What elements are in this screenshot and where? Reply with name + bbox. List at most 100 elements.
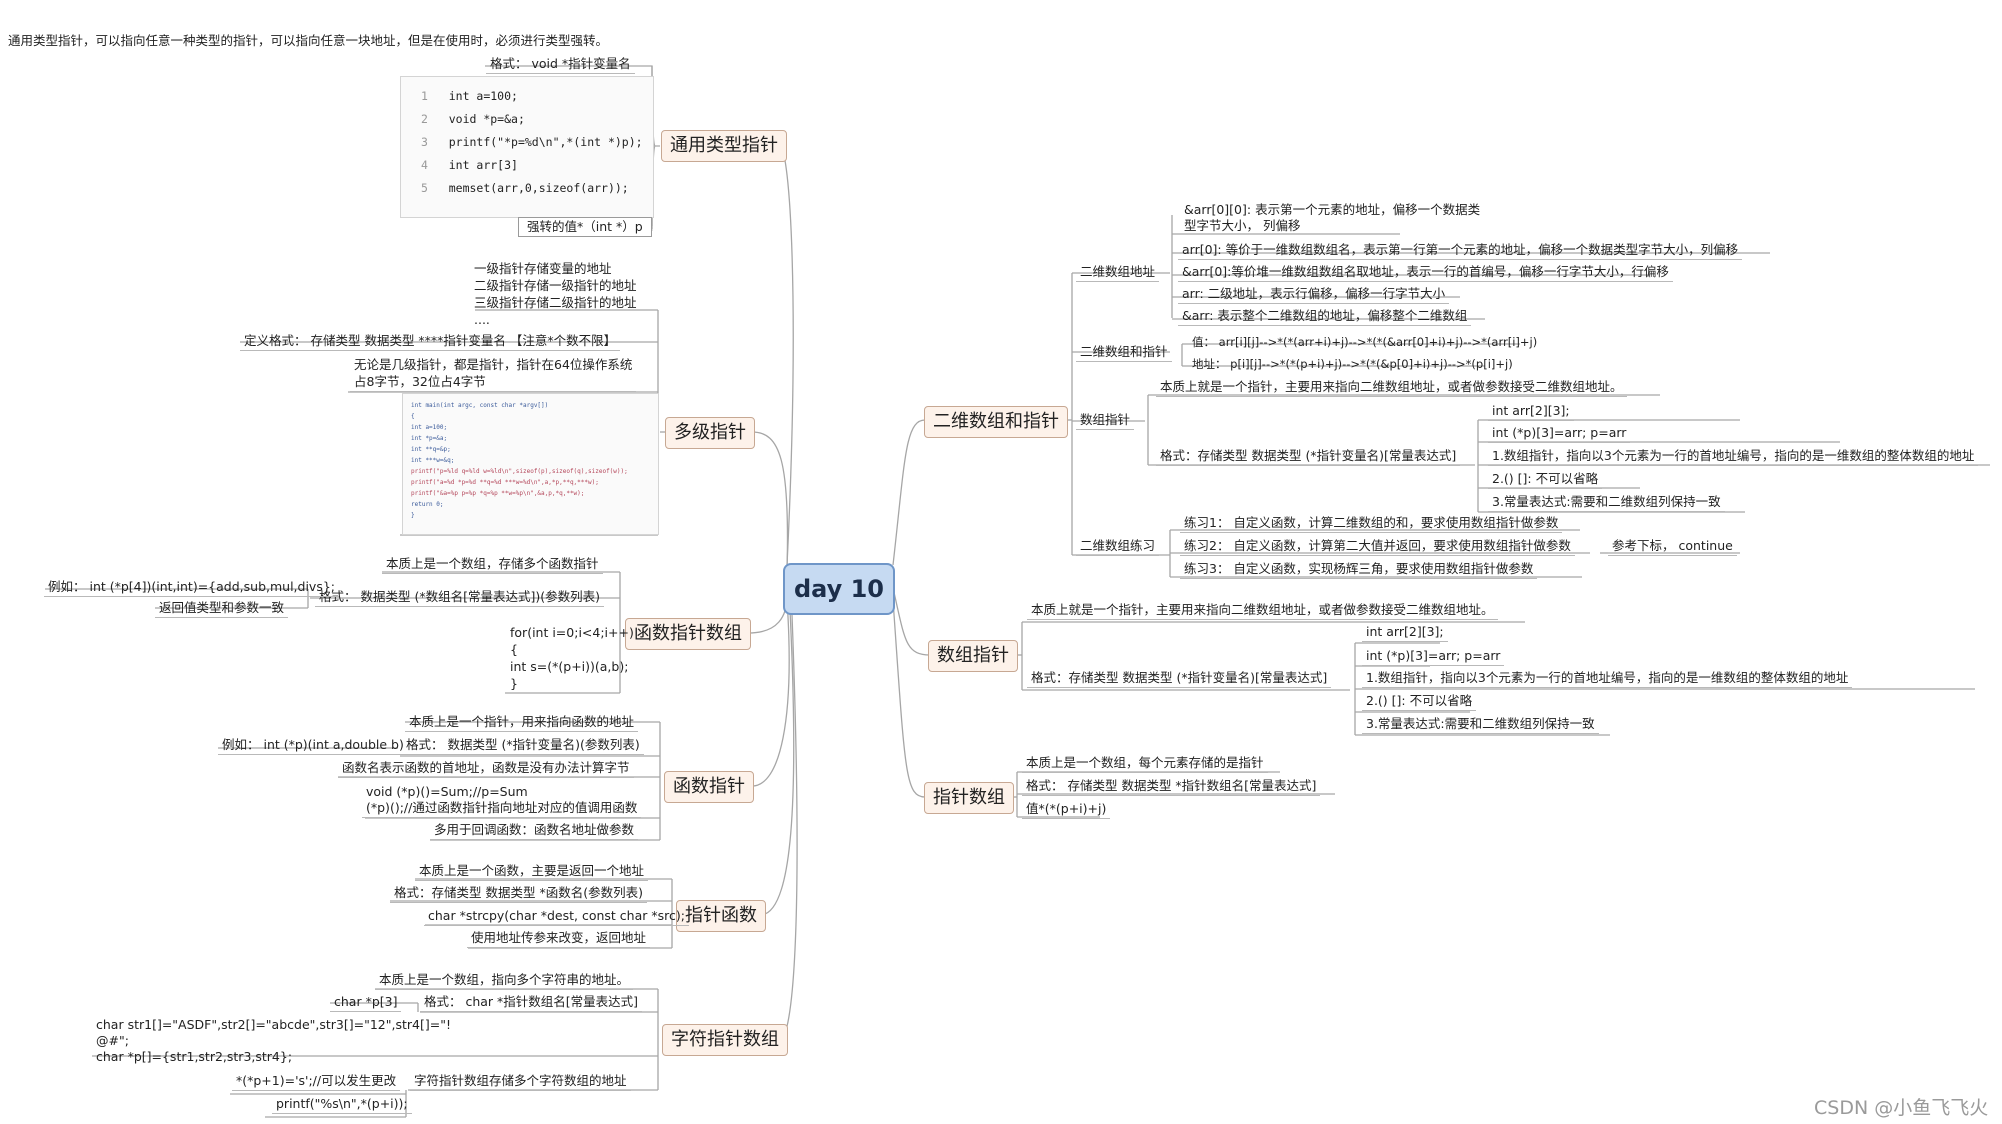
arrptr-item: int arr[2][3]; bbox=[1362, 624, 1448, 642]
funcptrarr-code: for(int i=0;i<4;i++) { int s=(*(p+i))(a,… bbox=[510, 624, 634, 692]
branch-char-pointer-array[interactable]: 字符指针数组 bbox=[662, 1024, 788, 1056]
multilevel-size-line: 占8字节，32位占4字节 bbox=[354, 374, 486, 389]
code-line: int *p=&a; bbox=[411, 435, 448, 442]
twod-array-pointer-label: 数组指针 bbox=[1076, 412, 1135, 430]
funcptr-essence: 本质上是一个指针，用来指向函数的地址 bbox=[405, 714, 639, 732]
twod-value-formula: 值： arr[i][j]-->*(*(arr+i)+j)-->*(*(&arr[… bbox=[1192, 335, 1538, 349]
multilevel-size-note: 无论是几级指针，都是指针，指针在64位操作系统 占8字节，32位占4字节 bbox=[350, 356, 637, 392]
code-line: printf("*p=%d\n",*(int *)p); bbox=[448, 135, 643, 149]
code-line: printf("&a=%p p=%p *q=%p **w=%p\n",&a,p,… bbox=[411, 490, 585, 497]
twod-address-item: &arr[0]:等价堆一维数组数组名取地址，表示一行的首编号，偏移一行字节大小，… bbox=[1178, 264, 1673, 282]
code-line: } bbox=[411, 512, 415, 519]
twod-array-pointer-item: int arr[2][3]; bbox=[1488, 403, 1574, 421]
charptrarr-modify: *(*p+1)='s';//可以发生更改 bbox=[232, 1073, 401, 1091]
generic-pointer-description: 通用类型指针，可以指向任意一种类型的指针，可以指向任意一块地址，但是在使用时，必… bbox=[8, 33, 609, 48]
ptrfunc-example: char *strcpy(char *dest, const char *src… bbox=[424, 908, 689, 926]
code-line: } bbox=[510, 676, 518, 691]
branch-multilevel-pointer[interactable]: 多级指针 bbox=[665, 417, 755, 449]
arrptr-item: int (*p)[3]=arr; p=arr bbox=[1362, 648, 1505, 666]
code-line: void (*p)()=Sum;//p=Sum bbox=[366, 784, 528, 799]
funcptr-address-note: 函数名表示函数的首地址，函数是没有办法计算字节 bbox=[338, 760, 634, 778]
twod-exercise-hint: 参考下标， continue bbox=[1608, 538, 1737, 556]
code-line: void *p=&a; bbox=[448, 112, 525, 126]
arrptr-item: 1.数组指针，指向以3个元素为一行的首地址编号，指向的是一维数组的整体数组的地址 bbox=[1362, 670, 1853, 688]
multilevel-desc-line: .... bbox=[474, 312, 490, 327]
code-line: int s=(*(p+i))(a,b); bbox=[510, 659, 629, 674]
branch-function-pointer[interactable]: 函数指针 bbox=[664, 771, 754, 803]
code-line: int main(int argc, const char *argv[]) bbox=[411, 402, 549, 409]
watermark: CSDN @小鱼飞飞火 bbox=[1814, 1097, 1989, 1119]
twod-exercise-item: 练习3： 自定义函数，实现杨辉三角，要求使用数组指针做参数 bbox=[1180, 561, 1538, 579]
charptrarr-store: 字符指针数组存储多个字符数组的地址 bbox=[410, 1073, 631, 1091]
arrptr-essence: 本质上就是一个指针，主要用来指向二维数组地址，或者做参数接受二维数组地址。 bbox=[1027, 602, 1498, 620]
ptrfunc-note: 使用地址传参来改变，返回地址 bbox=[467, 930, 651, 948]
arrptr-item: 2.() []: 不可以省略 bbox=[1362, 693, 1477, 711]
code-line: return 0; bbox=[411, 501, 444, 508]
twod-exercise-item: 练习1： 自定义函数，计算二维数组的和，要求使用数组指针做参数 bbox=[1180, 515, 1563, 533]
code-line: int arr[3] bbox=[448, 158, 518, 172]
code-line: char *p[]={str1,str2,str3,str4}; bbox=[96, 1049, 293, 1064]
code-line: { bbox=[510, 642, 518, 657]
branch-function-pointer-array[interactable]: 函数指针数组 bbox=[625, 618, 751, 650]
multilevel-desc-line: 三级指针存储二级指针的地址 bbox=[474, 295, 637, 310]
generic-pointer-format: 格式： void *指针变量名 bbox=[486, 56, 635, 74]
twod-address-item: arr[0]: 等价于一维数组数组名，表示第一行第一个元素的地址，偏移一个数据类… bbox=[1178, 242, 1743, 260]
code-line: { bbox=[411, 413, 415, 420]
branch-2d-array-pointer[interactable]: 二维数组和指针 bbox=[924, 406, 1068, 438]
multilevel-definition: 定义格式： 存储类型 数据类型 ****指针变量名 【注意*个数不限】 bbox=[240, 333, 621, 351]
twod-exercise-item: 练习2： 自定义函数，计算第二大值并返回，要求使用数组指针做参数 bbox=[1180, 538, 1575, 556]
multilevel-code: int main(int argc, const char *argv[]) {… bbox=[402, 393, 659, 535]
twod-array-pointer-item: int (*p)[3]=arr; p=arr bbox=[1488, 425, 1631, 443]
address-item-line: 型字节大小， 列偏移 bbox=[1184, 218, 1301, 233]
code-line: char str1[]="ASDF",str2[]="abcde",str3[]… bbox=[96, 1017, 451, 1032]
code-line: (*p)();//通过函数指针指向地址对应的值调用函数 bbox=[366, 800, 638, 815]
twod-array-pointer-format: 格式：存储类型 数据类型 (*指针变量名)[常量表达式] bbox=[1156, 448, 1461, 466]
arrptr-format: 格式：存储类型 数据类型 (*指针变量名)[常量表达式] bbox=[1027, 670, 1332, 688]
twod-address-label: 二维数组地址 bbox=[1076, 264, 1160, 282]
funcptr-format: 格式： 数据类型 (*指针变量名)(参数列表) bbox=[402, 737, 644, 755]
twod-address-item: arr: 二级地址，表示行偏移，偏移一行字节大小 bbox=[1178, 286, 1450, 304]
multilevel-description: 一级指针存储变量的地址 二级指针存储一级指针的地址 三级指针存储二级指针的地址 … bbox=[474, 260, 637, 328]
code-line: int ***w=&q; bbox=[411, 457, 455, 464]
twod-array-pointer-item: 1.数组指针，指向以3个元素为一行的首地址编号，指向的是一维数组的整体数组的地址 bbox=[1488, 448, 1979, 466]
center-topic[interactable]: day 10 bbox=[783, 563, 895, 615]
ptrarr-format: 格式： 存储类型 数据类型 *指针数组名[常量表达式] bbox=[1022, 778, 1321, 796]
multilevel-desc-line: 一级指针存储变量的地址 bbox=[474, 261, 612, 276]
twod-address-formula: 地址： p[i][j]-->*(*(p+i)+j)-->*(*(&p[0]+i)… bbox=[1192, 357, 1513, 371]
multilevel-size-line: 无论是几级指针，都是指针，指针在64位操作系统 bbox=[354, 357, 633, 372]
ptrfunc-essence: 本质上是一个函数，主要是返回一个地址 bbox=[415, 863, 649, 881]
funcptr-example: 例如： int (*p)(int a,double b) bbox=[218, 737, 408, 755]
funcptr-callback: 多用于回调函数：函数名地址做参数 bbox=[430, 822, 639, 840]
twod-address-item: &arr: 表示整个二维数组的地址，偏移整个二维数组 bbox=[1178, 308, 1472, 326]
code-line: int a=100; bbox=[411, 424, 448, 431]
generic-pointer-cast: 强转的值*（int *）p bbox=[518, 217, 652, 237]
charptrarr-essence: 本质上是一个数组，指向多个字符串的地址。 bbox=[375, 972, 634, 990]
funcptr-usage: void (*p)()=Sum;//p=Sum (*p)();//通过函数指针指… bbox=[362, 784, 642, 818]
branch-array-pointer[interactable]: 数组指针 bbox=[928, 640, 1018, 672]
twod-array-pointer-essence: 本质上就是一个指针，主要用来指向二维数组地址，或者做参数接受二维数组地址。 bbox=[1156, 379, 1627, 397]
branch-pointer-function[interactable]: 指针函数 bbox=[676, 900, 766, 932]
charptrarr-example: char *p[3] bbox=[330, 994, 402, 1012]
funcptrarr-example: 例如： int (*p[4])(int,int)={add,sub,mul,di… bbox=[44, 579, 340, 597]
address-item-line: &arr[0][0]: 表示第一个元素的地址，偏移一个数据类 bbox=[1184, 202, 1481, 217]
ptrarr-essence: 本质上是一个数组，每个元素存储的是指针 bbox=[1022, 755, 1268, 773]
charptrarr-code: char str1[]="ASDF",str2[]="abcde",str3[]… bbox=[96, 1017, 451, 1065]
funcptrarr-essence: 本质上是一个数组，存储多个函数指针 bbox=[382, 556, 603, 574]
twod-address-item: &arr[0][0]: 表示第一个元素的地址，偏移一个数据类 型字节大小， 列偏… bbox=[1184, 202, 1480, 234]
branch-generic-pointer[interactable]: 通用类型指针 bbox=[661, 130, 787, 162]
code-line: printf("p=%ld q=%ld w=%ld\n",sizeof(p),s… bbox=[411, 468, 628, 475]
twod-exercise-label: 二维数组练习 bbox=[1076, 538, 1160, 556]
twod-pointer-label: 二维数组和指针 bbox=[1076, 344, 1172, 362]
code-line: int a=100; bbox=[448, 89, 518, 103]
branch-pointer-array[interactable]: 指针数组 bbox=[924, 782, 1014, 814]
code-line: int **q=&p; bbox=[411, 446, 451, 453]
funcptrarr-format: 格式： 数据类型 (*数组名[常量表达式])(参数列表) bbox=[315, 589, 604, 607]
multilevel-desc-line: 二级指针存储一级指针的地址 bbox=[474, 278, 637, 293]
charptrarr-format: 格式： char *指针数组名[常量表达式] bbox=[420, 994, 643, 1012]
charptrarr-print: printf("%s\n",*(p+i)); bbox=[272, 1096, 412, 1114]
ptrarr-value: 值*(*(p+i)+j) bbox=[1022, 801, 1111, 819]
twod-array-pointer-item: 3.常量表达式:需要和二维数组列保持一致 bbox=[1488, 494, 1725, 512]
arrptr-item: 3.常量表达式:需要和二维数组列保持一致 bbox=[1362, 716, 1599, 734]
